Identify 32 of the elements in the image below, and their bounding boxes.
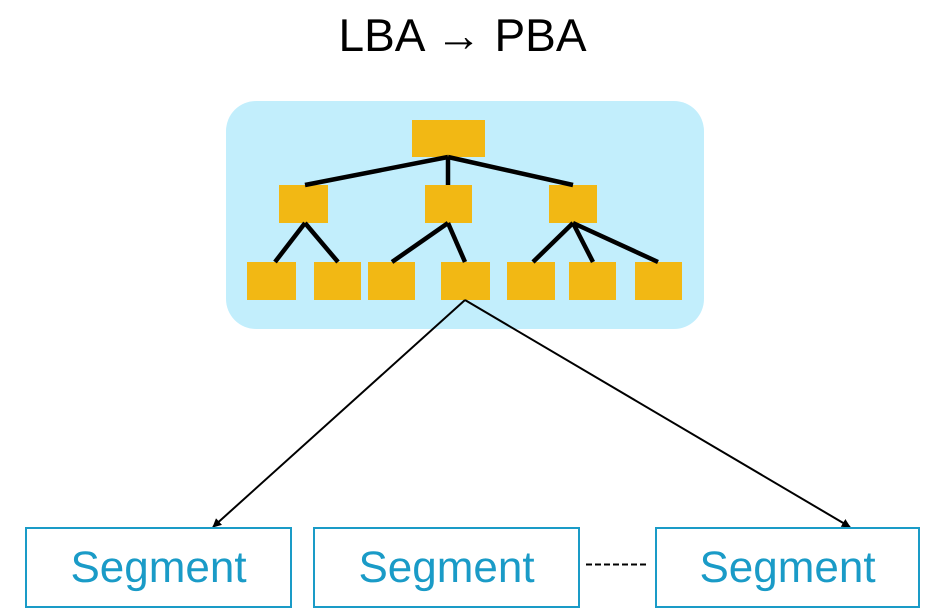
title: LBA → PBA <box>338 8 586 62</box>
tree-node-box <box>412 120 485 157</box>
tree-node-box <box>279 185 328 223</box>
tree-panel <box>226 101 704 329</box>
segment-box <box>25 527 292 608</box>
segment-label: Segment <box>699 542 876 592</box>
connector-line <box>390 221 450 264</box>
segment-label: Segment <box>70 542 247 592</box>
tree-node-box <box>425 185 472 223</box>
tree-node-box <box>247 262 296 300</box>
connector-line <box>303 222 340 264</box>
connector-line <box>446 222 468 263</box>
tree-node-box <box>549 185 597 223</box>
connector-line <box>273 222 307 264</box>
segment-label: Segment <box>358 542 535 592</box>
tree-node-box <box>635 262 682 300</box>
segment-box <box>655 527 920 608</box>
connector-line <box>304 154 448 188</box>
connector-line <box>446 157 450 185</box>
arrow <box>464 299 851 528</box>
tree-node-box <box>368 262 415 300</box>
connector-line <box>572 220 659 264</box>
arrow <box>212 299 466 528</box>
tree-node-box <box>314 262 361 300</box>
connector-line <box>448 154 574 188</box>
tree-node-box <box>441 262 490 300</box>
dashed-line <box>586 564 649 566</box>
tree-node-box <box>569 262 616 300</box>
connector-line <box>531 221 575 264</box>
tree-node-box <box>507 262 555 300</box>
connector-line <box>571 222 595 264</box>
segment-box <box>313 527 580 608</box>
